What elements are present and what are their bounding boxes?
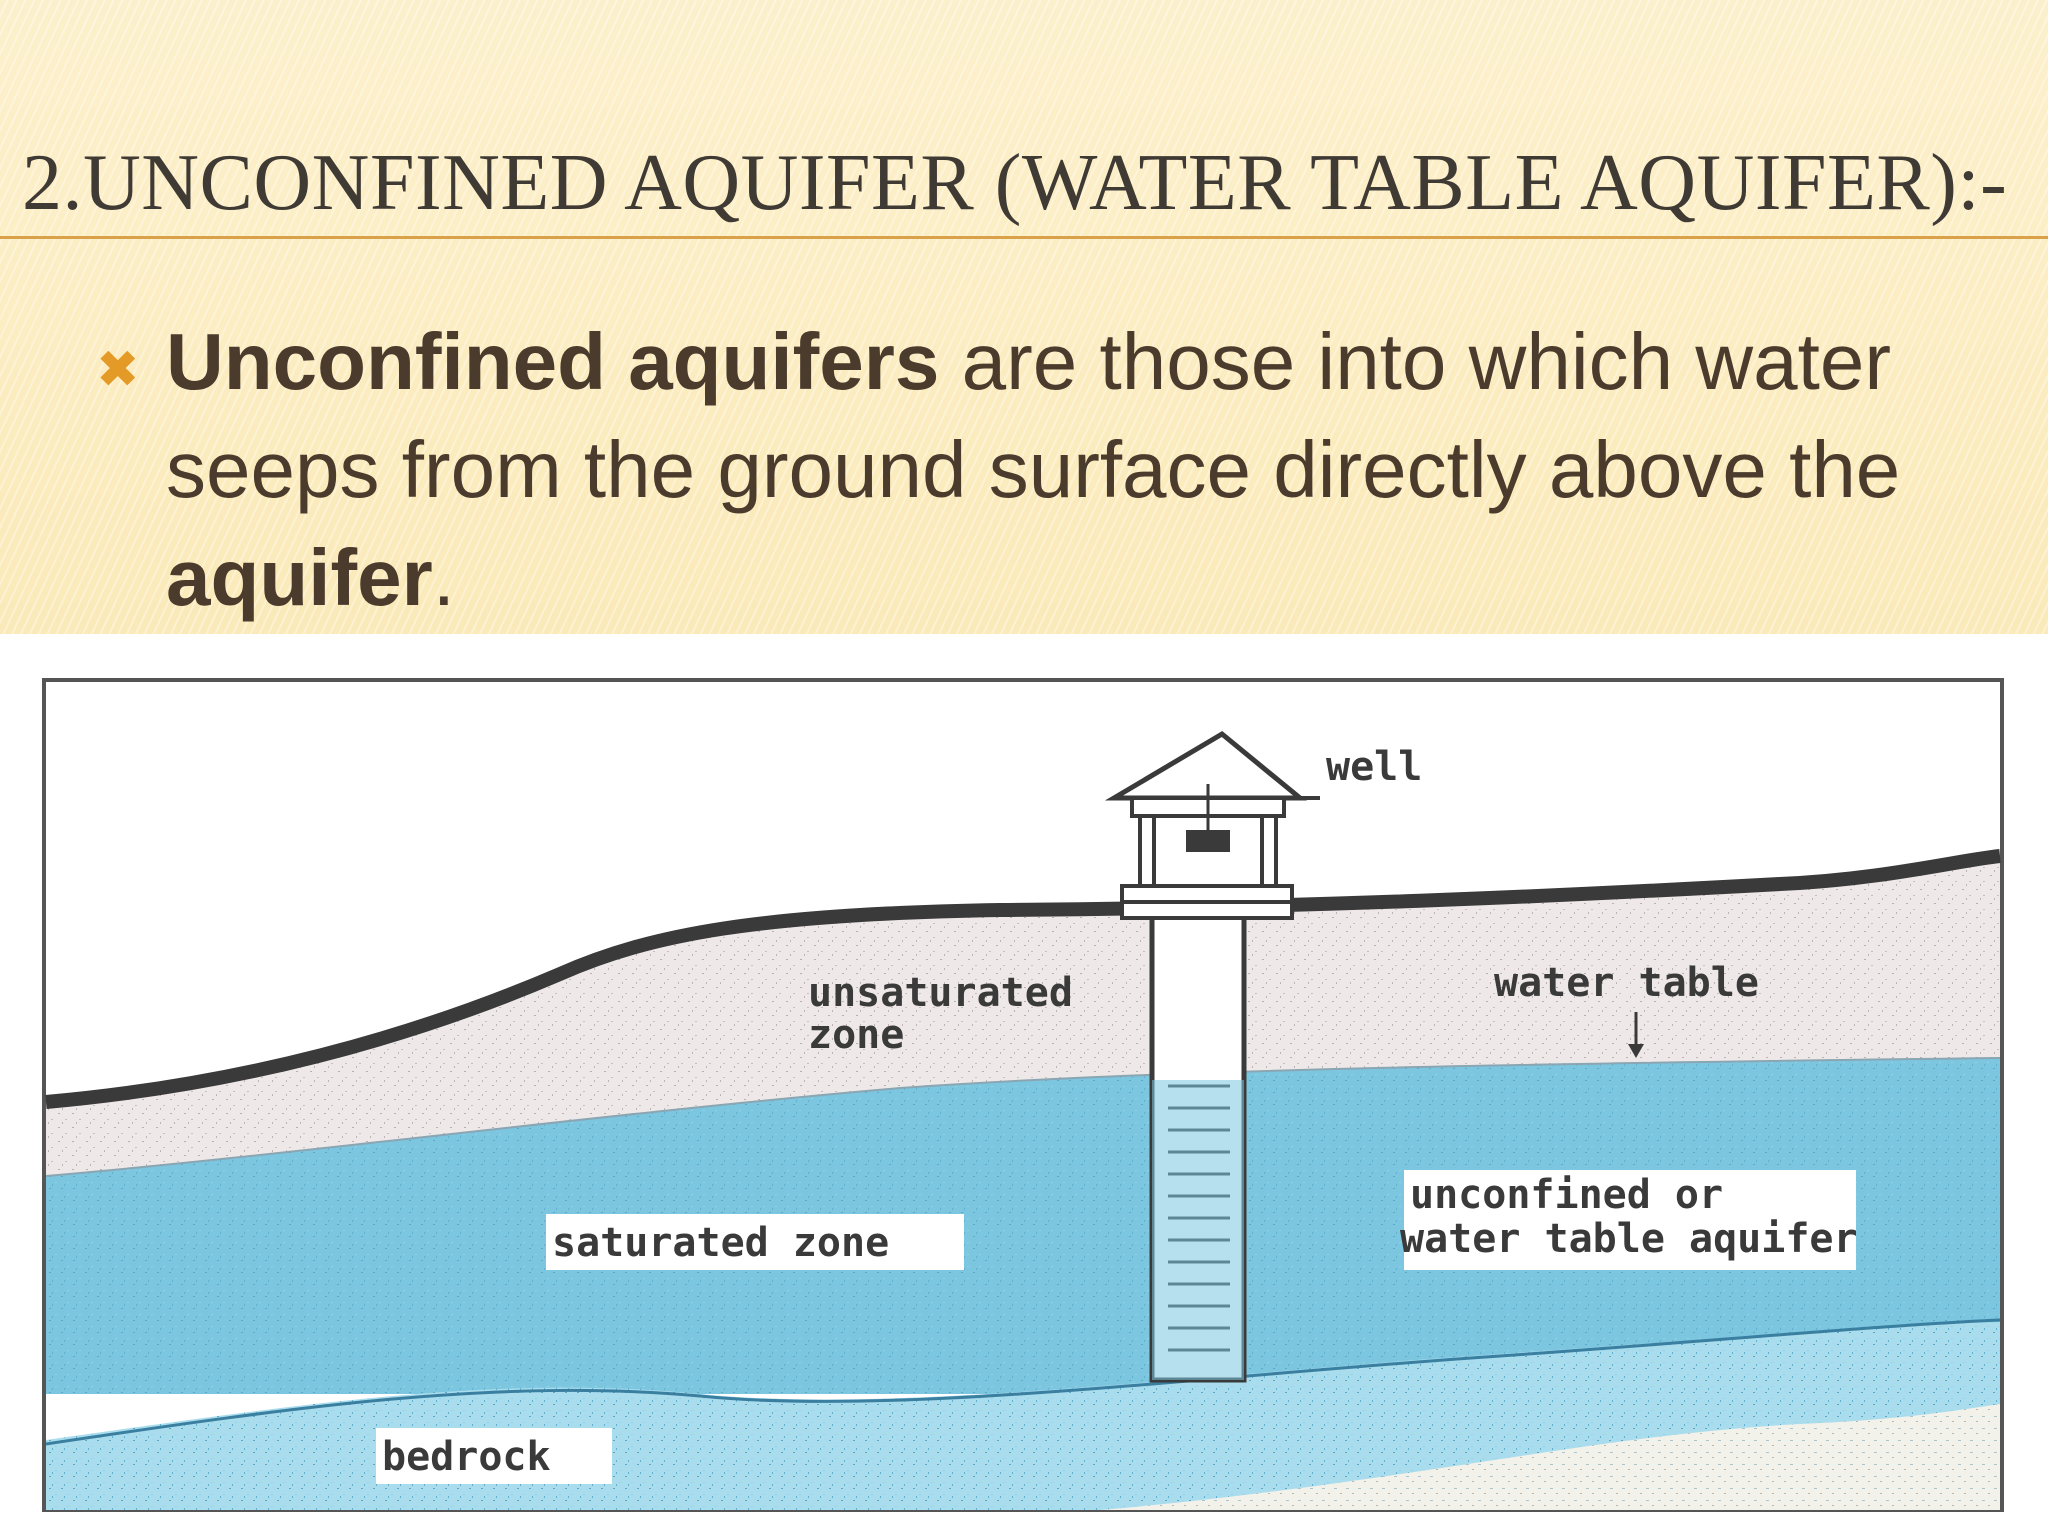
- label-water-table-aquifer: water table aquifer: [1400, 1216, 1858, 1262]
- bullet-text-part: are those into which water seeps from th…: [166, 317, 1901, 514]
- ground-surface-line: [45, 849, 2001, 1109]
- label-bedrock: bedrock: [382, 1434, 551, 1480]
- label-box-saturated: [546, 1214, 964, 1270]
- water-table-line: [45, 1057, 2001, 1177]
- title-divider: [0, 236, 2048, 239]
- label-zone: zone: [808, 1012, 904, 1058]
- bullet-bold-term: Unconfined aquifers: [166, 317, 940, 406]
- bullet-period: .: [432, 533, 455, 622]
- label-saturated-zone: saturated zone: [552, 1220, 889, 1266]
- label-unsaturated: unsaturated: [808, 970, 1073, 1016]
- well-shaft: [1149, 907, 1247, 1383]
- label-water-table: water table: [1494, 960, 1759, 1006]
- water-table-arrow: [1628, 1012, 1644, 1058]
- label-box-unconfined: [1404, 1170, 1856, 1270]
- label-unconfined: unconfined or: [1410, 1172, 1723, 1218]
- bullet-paragraph: Unconfined aquifers are those into which…: [166, 308, 2026, 632]
- well-house-icon: [1104, 730, 1307, 920]
- slide-title: 2.UNCONFINED AQUIFER (WATER TABLE AQUIFE…: [22, 139, 2008, 227]
- x-bullet-icon: ✖: [96, 340, 140, 400]
- label-well: well: [1326, 744, 1422, 790]
- aquifer-diagram: well unsaturated zone water table unconf…: [42, 678, 2004, 1512]
- label-box-bedrock: [376, 1428, 612, 1484]
- bullet-bold-aquifer: aquifer: [166, 533, 433, 622]
